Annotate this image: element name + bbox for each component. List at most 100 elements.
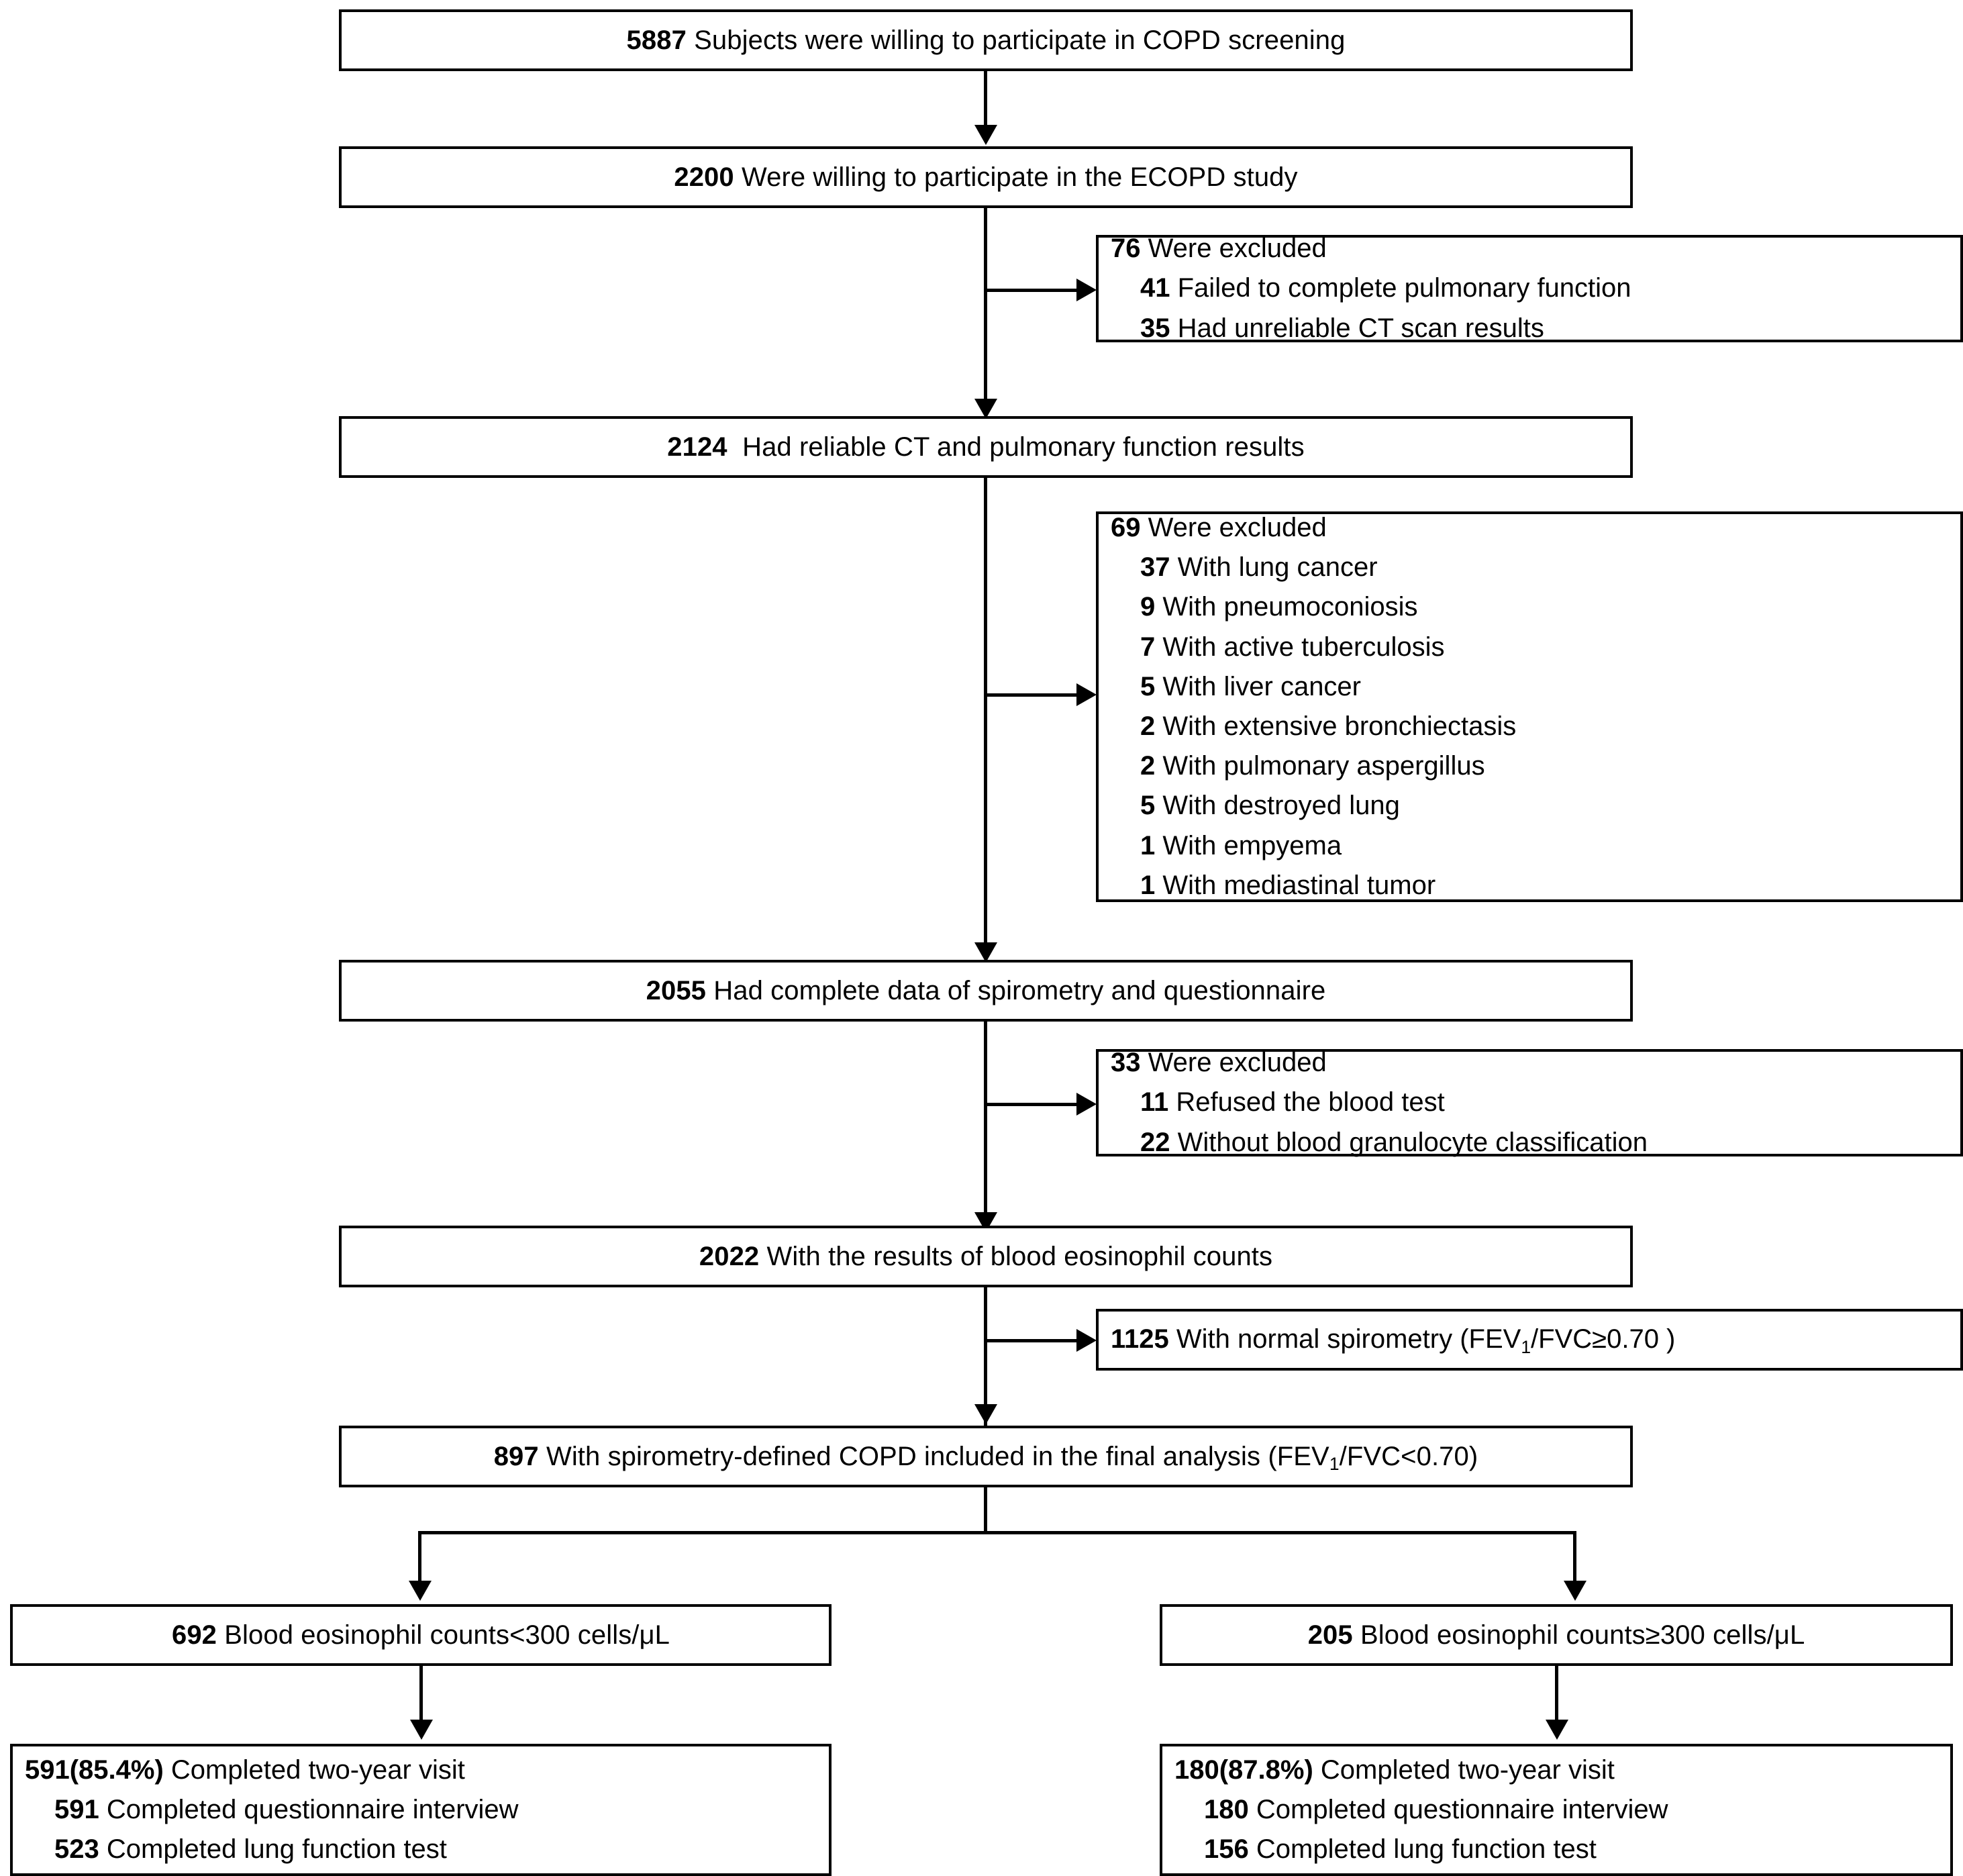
exclusion-76-head: 76 Were excluded: [1111, 229, 1948, 268]
outcome-high-head-text: Completed two-year visit: [1320, 1755, 1615, 1785]
outcome-high-item-0-text: Completed questionnaire interview: [1256, 1794, 1668, 1824]
node-box-2055-inner: 2055 Had complete data of spirometry and…: [342, 975, 1630, 1007]
exclusion-69-item-8-text: With mediastinal tumor: [1162, 870, 1436, 900]
node-897-text-post: /FVC<0.70): [1339, 1441, 1478, 1471]
arrow-low-group-to-outcome: [410, 1720, 433, 1740]
outcome-high-item-1-text: Completed lung function test: [1256, 1834, 1597, 1865]
outcome-high-item-0-count: 180: [1204, 1794, 1249, 1824]
connector-to-exclusion-76: [984, 289, 1082, 292]
exclusion-box-1125-inner: 1125 With normal spirometry (FEV1/FVC≥0.…: [1099, 1320, 1960, 1359]
exclusion-33-item-1-count: 22: [1140, 1127, 1170, 1157]
node-box-high-eosinophil: 205 Blood eosinophil counts≥300 cells/μL: [1160, 1604, 1953, 1666]
connector-2124-to-2055: [984, 478, 987, 948]
exclusion-69-item-7: 1 With empyema: [1111, 826, 1948, 866]
exclusion-33-item-1: 22 Without blood granulocyte classificat…: [1111, 1123, 1948, 1163]
node-low-eosinophil-line: 692 Blood eosinophil counts<300 cells/μL: [25, 1619, 817, 1652]
exclusion-76-item-0: 41 Failed to complete pulmonary function: [1111, 268, 1948, 308]
connector-2022-to-897: [984, 1287, 987, 1434]
exclusion-76-item-1: 35 Had unreliable CT scan results: [1111, 309, 1948, 348]
node-high-eosinophil-count: 205: [1307, 1620, 1353, 1650]
connector-to-exclusion-33: [984, 1103, 1082, 1106]
exclusion-69-head: 69 Were excluded: [1111, 508, 1948, 548]
node-box-2055: 2055 Had complete data of spirometry and…: [339, 960, 1633, 1022]
node-897-text-pre: With spirometry-defined COPD included in…: [546, 1441, 1329, 1471]
exclusion-box-76-inner: 76 Were excluded 41 Failed to complete p…: [1099, 229, 1960, 348]
exclusion-1125-sub: 1: [1521, 1336, 1531, 1357]
exclusion-33-item-0-text: Refused the blood test: [1176, 1087, 1445, 1118]
node-897-sub: 1: [1329, 1453, 1340, 1474]
node-2022-line: 2022 With the results of blood eosinophi…: [354, 1240, 1618, 1273]
outcome-box-low-eosinophil-inner: 591(85.4%) Completed two-year visit 591 …: [13, 1750, 829, 1870]
exclusion-box-33: 33 Were excluded 11 Refused the blood te…: [1096, 1048, 1963, 1157]
node-box-2124-inner: 2124 Had reliable CT and pulmonary funct…: [342, 431, 1630, 464]
exclusion-69-item-4: 2 With extensive bronchiectasis: [1111, 707, 1948, 746]
exclusion-69-item-2-count: 7: [1140, 632, 1156, 662]
exclusion-33-head: 33 Were excluded: [1111, 1043, 1948, 1083]
node-2022-count: 2022: [699, 1241, 760, 1271]
node-897-count: 897: [493, 1441, 539, 1471]
outcome-low-item-0: 591 Completed questionnaire interview: [25, 1790, 817, 1830]
arrow-2200-to-2124: [974, 399, 997, 419]
exclusion-69-item-6-text: With destroyed lung: [1162, 791, 1400, 821]
exclusion-box-1125: 1125 With normal spirometry (FEV1/FVC≥0.…: [1096, 1309, 1963, 1371]
exclusion-76-count: 76: [1111, 234, 1141, 264]
node-2124-count: 2124: [667, 432, 727, 462]
outcome-low-item-0-count: 591: [54, 1794, 99, 1824]
exclusion-69-item-3-text: With liver cancer: [1162, 671, 1361, 701]
outcome-high-item-0: 180 Completed questionnaire interview: [1174, 1790, 1938, 1830]
exclusion-33-item-1-text: Without blood granulocyte classification: [1177, 1127, 1648, 1157]
exclusion-69-count: 69: [1111, 513, 1141, 543]
connector-897-to-high-group: [1573, 1531, 1576, 1585]
outcome-low-head-count: 591(85.4%): [25, 1755, 164, 1785]
exclusion-69-item-7-count: 1: [1140, 830, 1156, 860]
exclusion-69-item-3: 5 With liver cancer: [1111, 667, 1948, 707]
exclusion-box-33-inner: 33 Were excluded 11 Refused the blood te…: [1099, 1043, 1960, 1163]
exclusion-box-76: 76 Were excluded 41 Failed to complete p…: [1096, 234, 1963, 343]
node-2200-line: 2200 Were willing to participate in the …: [354, 161, 1618, 194]
exclusion-76-item-1-text: Had unreliable CT scan results: [1177, 313, 1544, 343]
node-box-2124: 2124 Had reliable CT and pulmonary funct…: [339, 416, 1633, 478]
exclusion-69-item-0-count: 37: [1140, 552, 1170, 583]
outcome-low-item-0-text: Completed questionnaire interview: [106, 1794, 519, 1824]
exclusion-33-count: 33: [1111, 1048, 1141, 1078]
exclusion-76-item-0-count: 41: [1140, 273, 1170, 303]
exclusion-69-item-4-count: 2: [1140, 711, 1156, 741]
arrow-to-exclusion-1125: [1076, 1329, 1097, 1352]
node-high-eosinophil-line: 205 Blood eosinophil counts≥300 cells/μL: [1174, 1619, 1938, 1652]
connector-2200-to-2124: [984, 208, 987, 403]
node-2055-count: 2055: [646, 975, 707, 1005]
node-high-eosinophil-text: Blood eosinophil counts≥300 cells/μL: [1360, 1620, 1805, 1650]
exclusion-33-item-0-count: 11: [1140, 1087, 1169, 1118]
outcome-low-head: 591(85.4%) Completed two-year visit: [25, 1750, 817, 1790]
node-897-line: 897 With spirometry-defined COPD include…: [354, 1440, 1618, 1474]
exclusion-69-item-1-count: 9: [1140, 592, 1156, 622]
exclusion-69-item-5: 2 With pulmonary aspergillus: [1111, 746, 1948, 786]
node-2055-text: Had complete data of spirometry and ques…: [713, 975, 1326, 1005]
outcome-box-high-eosinophil-inner: 180(87.8%) Completed two-year visit 180 …: [1162, 1750, 1950, 1870]
outcome-low-item-1-count: 523: [54, 1834, 99, 1865]
node-box-5887: 5887 Subjects were willing to participat…: [339, 9, 1633, 71]
exclusion-69-item-8-count: 1: [1140, 870, 1156, 900]
exclusion-69-item-5-count: 2: [1140, 751, 1156, 781]
node-box-2200-inner: 2200 Were willing to participate in the …: [342, 161, 1630, 194]
outcome-low-item-1-text: Completed lung function test: [106, 1834, 447, 1865]
node-5887-count: 5887: [626, 25, 687, 55]
outcome-high-item-1: 156 Completed lung function test: [1174, 1830, 1938, 1869]
exclusion-69-item-5-text: With pulmonary aspergillus: [1162, 751, 1485, 781]
connector-low-group-to-outcome: [419, 1666, 423, 1725]
connector-to-exclusion-1125: [984, 1339, 1082, 1342]
outcome-box-high-eosinophil: 180(87.8%) Completed two-year visit 180 …: [1160, 1744, 1953, 1876]
connector-5887-to-2200: [984, 71, 987, 126]
node-box-897: 897 With spirometry-defined COPD include…: [339, 1426, 1633, 1487]
arrow-to-exclusion-76: [1076, 279, 1097, 301]
node-box-2022: 2022 With the results of blood eosinophi…: [339, 1226, 1633, 1287]
node-2124-text: Had reliable CT and pulmonary function r…: [742, 432, 1305, 462]
exclusion-69-item-6: 5 With destroyed lung: [1111, 786, 1948, 826]
exclusion-69-item-6-count: 5: [1140, 791, 1156, 821]
connector-to-exclusion-69: [984, 693, 1082, 697]
arrow-to-exclusion-33: [1076, 1093, 1097, 1116]
exclusion-76-head-text: Were excluded: [1148, 234, 1327, 264]
connector-2055-to-2022: [984, 1022, 987, 1216]
exclusion-76-item-0-text: Failed to complete pulmonary function: [1177, 273, 1631, 303]
connector-897-to-low-group: [418, 1531, 421, 1585]
